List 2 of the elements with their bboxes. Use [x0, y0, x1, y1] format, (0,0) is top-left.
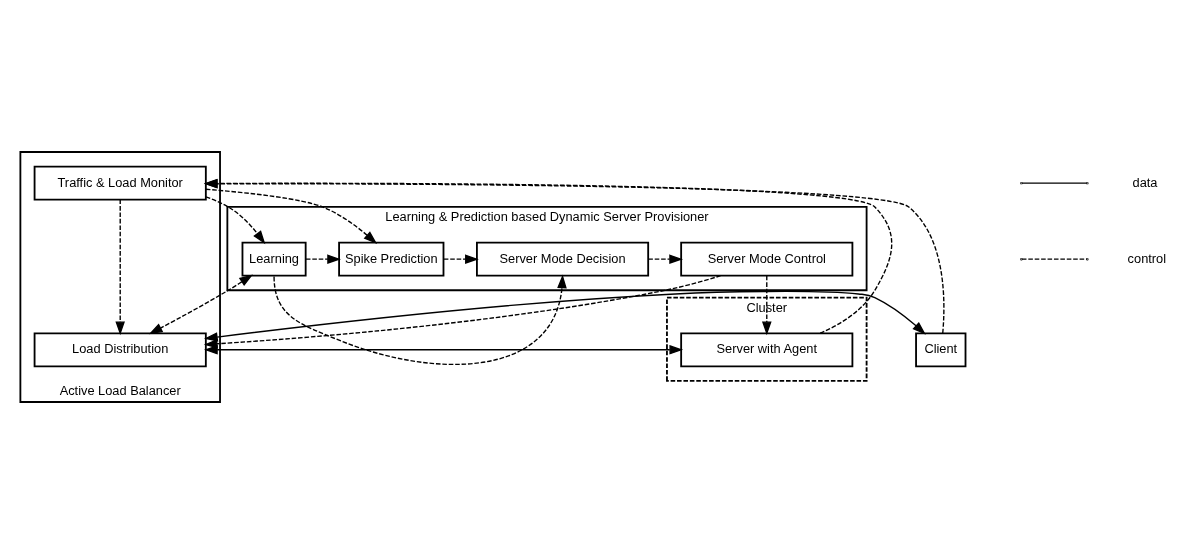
legend-label: data	[1132, 174, 1158, 190]
legend-label: control	[1127, 250, 1167, 266]
